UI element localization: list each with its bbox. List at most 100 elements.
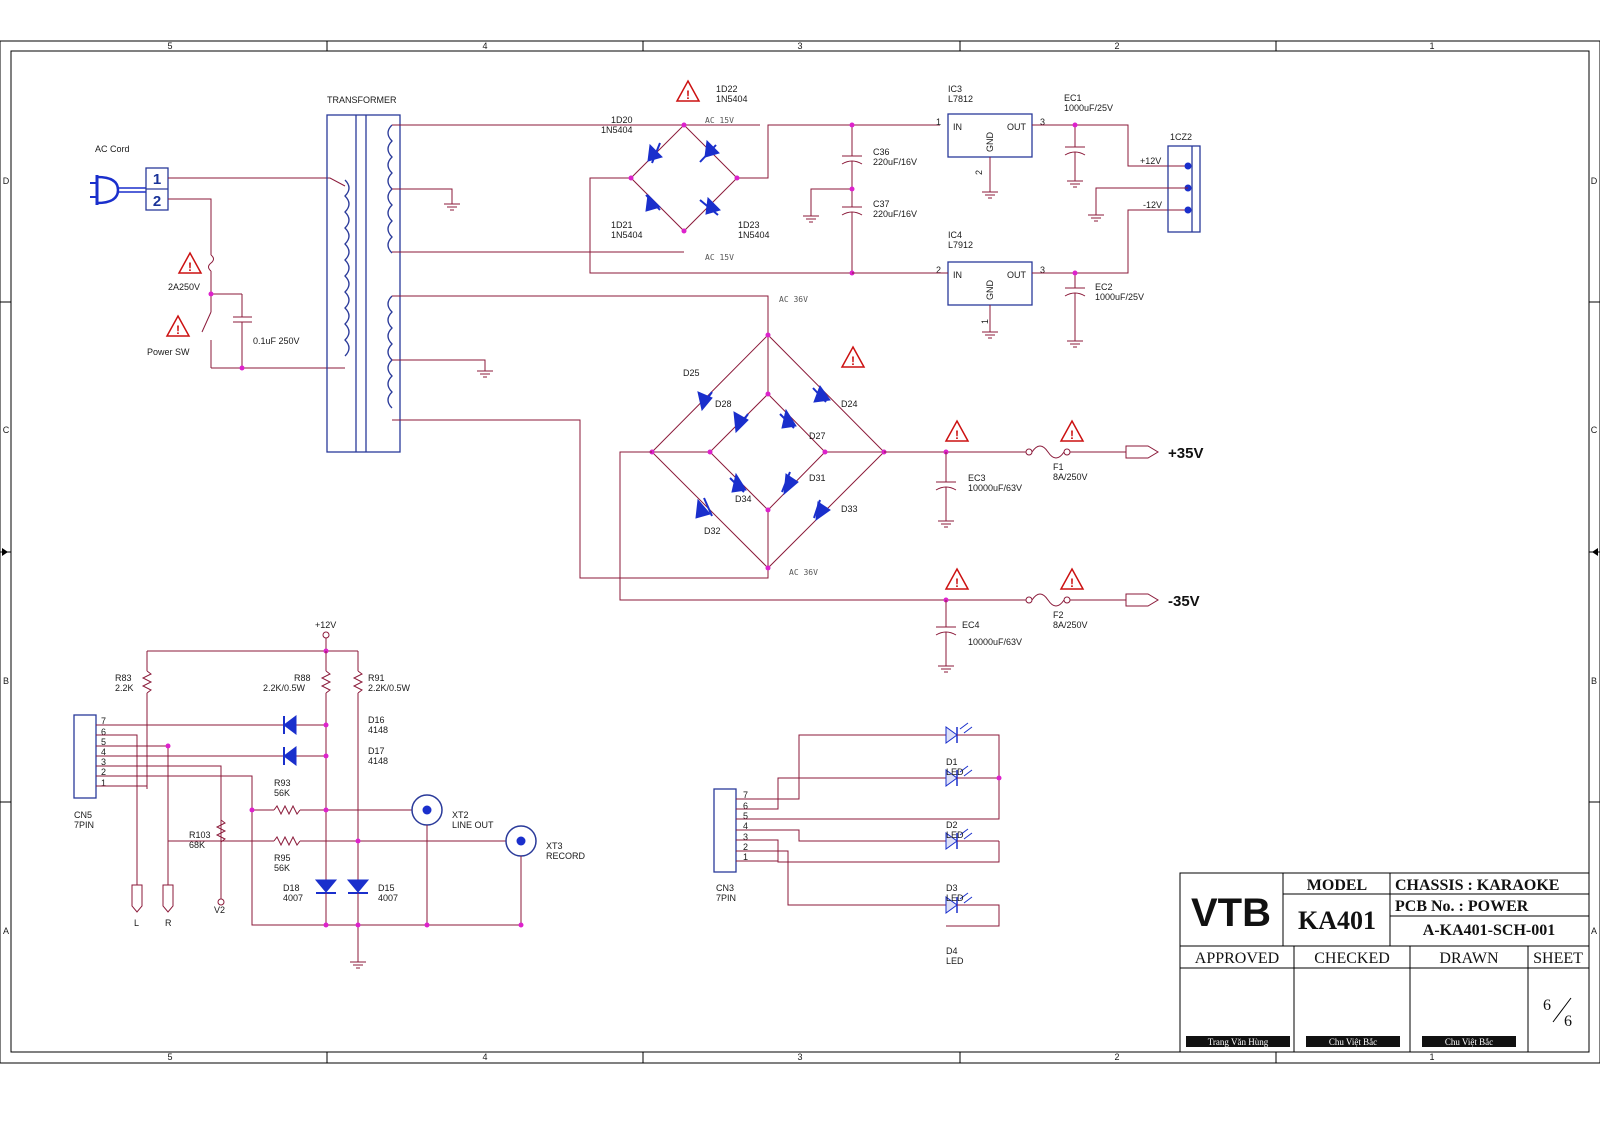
svg-text:L7812: L7812: [948, 94, 973, 104]
svg-text:1: 1: [980, 319, 990, 324]
c37-label: C37: [873, 199, 890, 209]
power-switch-label: Power SW: [147, 347, 190, 357]
svg-text:1N5404: 1N5404: [738, 230, 770, 240]
sheet-total: 6: [1564, 1013, 1572, 1030]
connector-1cz2: 1CZ2 +12V -12V: [1087, 132, 1201, 233]
regulator-ic3: IC3 L7812 IN OUT GND 1 3 2: [936, 84, 1045, 199]
connector-cn3: [713, 788, 737, 873]
c36-label: C36: [873, 147, 890, 157]
led-d1-icon: [945, 722, 973, 744]
minus-12v-label: -12V: [1143, 200, 1162, 210]
sheet-header: SHEET: [1533, 950, 1583, 967]
svg-text:2: 2: [936, 265, 941, 275]
plus-12v-supply-label: +12V: [315, 620, 336, 630]
row-label: C: [1591, 425, 1598, 435]
svg-text:OUT: OUT: [1007, 122, 1027, 132]
svg-text:2: 2: [743, 842, 748, 852]
row-label: B: [3, 676, 9, 686]
col-label: 1: [1429, 41, 1434, 51]
col-label: 2: [1114, 41, 1119, 51]
svg-text:1N5404: 1N5404: [601, 125, 633, 135]
svg-text:3: 3: [743, 832, 748, 842]
xt3-label: XT3: [546, 841, 563, 851]
ec4-label: EC4: [962, 620, 980, 630]
d15-label: D15: [378, 883, 395, 893]
svg-text:1000uF/25V: 1000uF/25V: [1095, 292, 1144, 302]
transformer-label: TRANSFORMER: [327, 95, 397, 105]
xt2-label: XT2: [452, 810, 469, 820]
company-logo: VTB: [1191, 891, 1271, 935]
d18-label: D18: [283, 883, 300, 893]
led-section: 7 6 5 4 3 2 1 CN3 7PIN: [713, 722, 1002, 966]
svg-text:2: 2: [101, 767, 106, 777]
svg-text:7: 7: [743, 790, 748, 800]
r103-label: R103: [189, 830, 211, 840]
svg-text:8A/250V: 8A/250V: [1053, 620, 1088, 630]
cn3-label: CN3: [716, 883, 734, 893]
svg-text:RECORD: RECORD: [546, 851, 586, 861]
col-label: 4: [482, 1052, 487, 1062]
led-d3-icon: [945, 828, 973, 850]
d20-label: 1D20: [611, 115, 633, 125]
svg-text:1: 1: [743, 852, 748, 862]
document-number: A-KA401-SCH-001: [1423, 922, 1555, 939]
drawn-header: DRAWN: [1439, 950, 1499, 967]
led-d4-icon: [945, 892, 973, 914]
row-label: C: [3, 425, 10, 435]
ac15-bot-label: AC 15V: [705, 253, 734, 262]
checked-signature: Chu Việt Bắc: [1329, 1037, 1377, 1047]
l-label: L: [134, 918, 139, 928]
svg-text:GND: GND: [985, 132, 995, 153]
col-label: 3: [797, 1052, 802, 1062]
svg-text:IN: IN: [953, 122, 962, 132]
d27-label: D27: [809, 431, 826, 441]
svg-text:L7912: L7912: [948, 240, 973, 250]
svg-text:4148: 4148: [368, 725, 388, 735]
f2-label: F2: [1053, 610, 1064, 620]
1cz2-label: 1CZ2: [1170, 132, 1192, 142]
led-d2-icon: [945, 765, 973, 787]
d33-label: D33: [841, 504, 858, 514]
svg-text:4: 4: [743, 821, 748, 831]
audio-output-section: +12V R83 2.2K R88 2.2K/0.5W R91 2.2K/0.5…: [73, 620, 586, 969]
r83-label: R83: [115, 673, 132, 683]
ac36-top-label: AC 36V: [779, 295, 808, 304]
d22-label: 1D22: [716, 84, 738, 94]
svg-text:6: 6: [743, 801, 748, 811]
r91-label: R91: [368, 673, 385, 683]
svg-text:LINE OUT: LINE OUT: [452, 820, 494, 830]
transformer: TRANSFORMER: [326, 95, 401, 453]
svg-text:LED: LED: [946, 767, 964, 777]
title-block: VTB MODEL KA401 CHASSIS : KARAOKE PCB No…: [1179, 872, 1590, 1053]
svg-text:IN: IN: [953, 270, 962, 280]
d34-label: D34: [735, 494, 752, 504]
svg-text:6: 6: [101, 727, 106, 737]
output-caps-12v: EC1 1000uF/25V EC2 1000uF/25V: [1064, 93, 1144, 348]
ac-plug-icon: [90, 175, 146, 205]
minus-35v-output: -35V: [1168, 593, 1200, 610]
fuse-rating-label: 2A250V: [168, 282, 200, 292]
f1-label: F1: [1053, 462, 1064, 472]
connector-pin-2: 2: [153, 193, 161, 210]
svg-text:220uF/16V: 220uF/16V: [873, 157, 917, 167]
ac-cord-label: AC Cord: [95, 144, 130, 154]
col-label: 5: [167, 1052, 172, 1062]
regulator-ic4: IC4 L7912 IN OUT GND 2 3 1: [936, 230, 1045, 339]
svg-text:2: 2: [974, 170, 984, 175]
approved-header: APPROVED: [1195, 950, 1279, 967]
plus-35v-output: +35V: [1168, 445, 1203, 462]
row-label: A: [3, 926, 9, 936]
col-label: 1: [1429, 1052, 1434, 1062]
d31-label: D31: [809, 473, 826, 483]
r95-label: R95: [274, 853, 291, 863]
svg-text:10000uF/63V: 10000uF/63V: [968, 637, 1022, 647]
col-label: 5: [167, 41, 172, 51]
ic4-label: IC4: [948, 230, 962, 240]
d25-label: D25: [683, 368, 700, 378]
d23-label: 1D23: [738, 220, 760, 230]
svg-text:OUT: OUT: [1007, 270, 1027, 280]
svg-text:1N5404: 1N5404: [716, 94, 748, 104]
svg-text:56K: 56K: [274, 788, 290, 798]
svg-text:3: 3: [1040, 117, 1045, 127]
